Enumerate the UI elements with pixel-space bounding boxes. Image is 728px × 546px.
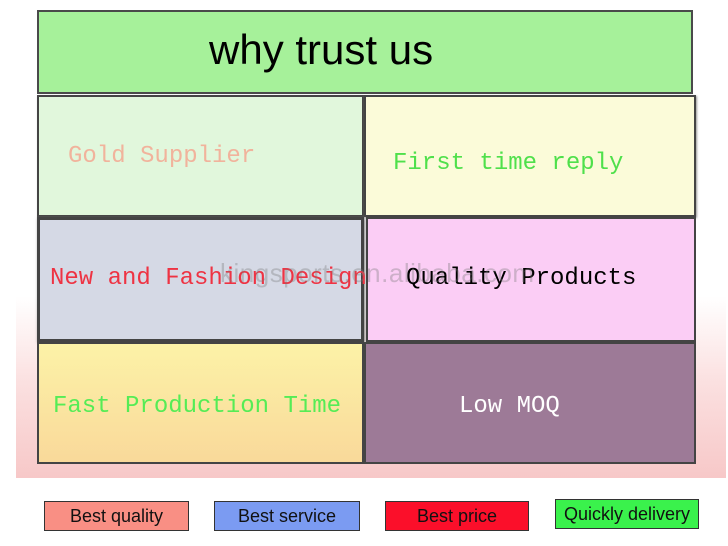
- feature-cell-low-moq: Low MOQ: [364, 342, 696, 464]
- feature-cell-fast-production: Fast Production Time: [37, 342, 364, 464]
- feature-cell-gold-supplier: Gold Supplier: [37, 95, 364, 217]
- quickly-delivery-badge: Quickly delivery: [555, 499, 699, 529]
- feature-cell-new-fashion-design: New and Fashion Design: [37, 217, 367, 342]
- feature-label-fast-production: Fast Production Time: [53, 393, 342, 420]
- watermark: kingsports.en.alibaba.com: [220, 258, 535, 288]
- feature-label-quality-products: Quality Products: [406, 265, 637, 292]
- feature-label-low-moq: Low MOQ: [459, 393, 560, 420]
- feature-cell-first-time-reply: First time reply: [364, 95, 696, 217]
- feature-label-gold-supplier: Gold Supplier: [68, 143, 256, 170]
- best-price-badge: Best price: [385, 501, 529, 531]
- page-title: why trust us: [209, 26, 434, 73]
- feature-cell-quality-products: Quality Products: [366, 217, 696, 342]
- feature-label-first-time-reply: First time reply: [393, 150, 624, 177]
- feature-label-new-fashion-design: New and Fashion Design: [50, 265, 367, 292]
- best-service-badge: Best service: [214, 501, 360, 531]
- title-banner: why trust us: [37, 10, 693, 94]
- best-quality-badge: Best quality: [44, 501, 189, 531]
